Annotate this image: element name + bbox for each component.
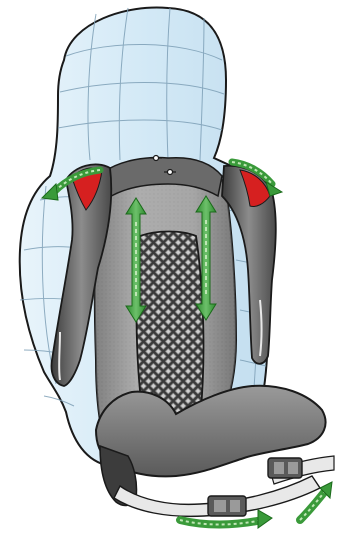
buckle-icon xyxy=(208,496,246,516)
buckle-icon xyxy=(268,458,302,478)
